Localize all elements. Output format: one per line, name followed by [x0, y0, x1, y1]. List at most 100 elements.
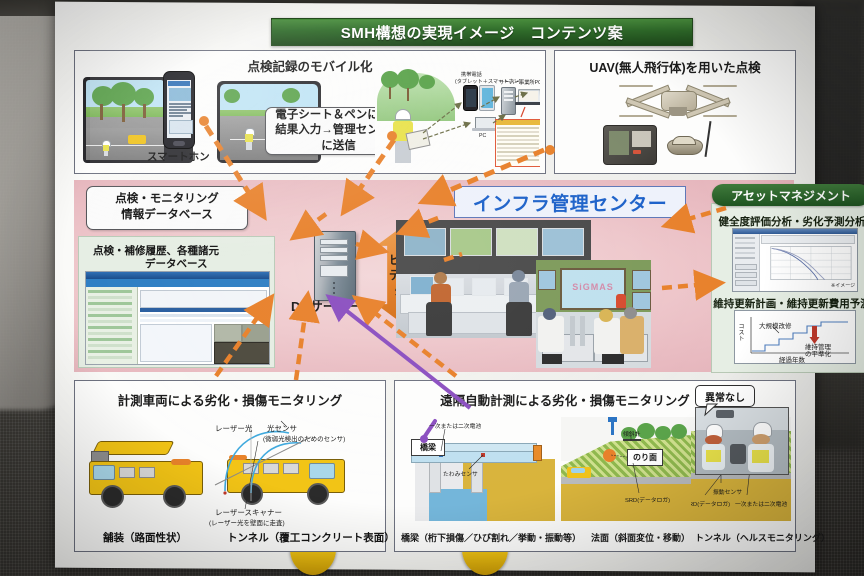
slope-diagram: のり面 傾斜計 SRD(データロガ) [561, 417, 691, 527]
page-title: SMH構想の実現イメージ コンテンツ案 [340, 24, 624, 42]
cost-chart-xlabel: 経過年数 [779, 357, 805, 364]
flow-label-office-pc: 事業所PC [519, 80, 540, 86]
db-screenshot-panel: 点検・補修履歴、各種諸元 データベース [78, 236, 275, 368]
road-scene-illustration [86, 80, 164, 160]
caption-pavement: 舗装（路面性状） [103, 532, 187, 544]
panel-remote-title: 遠隔自動計測による劣化・損傷モニタリング [440, 394, 690, 408]
lab-person-3 [620, 307, 644, 354]
asset-management-label: アセットマネジメント [731, 188, 851, 203]
label-optical-sensor: 光センサ [267, 424, 297, 433]
vehicle-cabin-photo [695, 407, 789, 475]
panel-remote-monitoring: 遠隔自動計測による劣化・損傷モニタリング 橋梁 [394, 380, 830, 552]
callout-line-1: 電子シート＆ペンに点検 [275, 108, 402, 121]
chart1-annotation: ※イメージ [831, 283, 856, 289]
asset-section-1-title: 健全度評価分析・劣化予測分析 [718, 216, 864, 228]
degradation-prediction-chart: ※イメージ [732, 228, 858, 292]
panel-vehicle-title: 計測車両による劣化・損傷モニタリング [117, 394, 343, 408]
cabin-driver [746, 422, 776, 472]
lab-person-1 [538, 308, 564, 352]
poster-content: SMH構想の実現イメージ コンテンツ案 点検記録のモバイル化 [66, 8, 864, 560]
cost-chart-annotation-2a: 維持管理 [805, 344, 831, 351]
db-shot-title-line2: データベース [145, 258, 208, 270]
asset-section-2-title: 維持更新計画・維持更新費用予測 [713, 298, 864, 310]
drone-receiver [667, 133, 703, 155]
db-shot-title-line1: 点検・補修履歴、各種諸元 [93, 245, 219, 257]
drone-controller [603, 125, 657, 165]
callout-line-3: に送信 [321, 139, 356, 152]
label-laser-scanner: レーザースキャナー [215, 508, 282, 517]
label-vibration-sensor: 振動センサ [713, 490, 742, 496]
asset-management-pill: アセットマネジメント [712, 184, 864, 206]
callout-inspection-monitoring-db: 点検・モニタリング 情報データベース [86, 186, 248, 230]
flow-label-mobile: 携帯電話 [461, 72, 482, 78]
db-callout-line-2: 情報データベース [121, 209, 213, 221]
callout-line-2: 結果入力→管理センター [275, 124, 402, 137]
db-server-label: DBサーバー [291, 299, 362, 314]
panel-mobile-inspection-title: 点検記録のモバイル化 [247, 60, 373, 74]
flow-arrows [422, 91, 529, 140]
db-application-screenshot [85, 271, 270, 365]
slope-sensor-node [603, 449, 616, 462]
antenna-icon [704, 121, 712, 157]
pavement-survey-vehicle [85, 439, 205, 508]
lab-person-2 [594, 309, 620, 354]
poster-title-bar: SMH構想の実現イメージ コンテンツ案 [271, 18, 693, 46]
asset-management-box: 健全度評価分析・劣化予測分析 [711, 203, 864, 373]
lab-display-screen: SiGMAS [560, 268, 626, 310]
red-object-icon [616, 294, 626, 308]
label-laser-light: レーザー光 [215, 424, 253, 433]
dashboard-console [730, 444, 746, 464]
smartphone-caption: スマートホン [147, 151, 210, 163]
slope-label-box: のり面 [627, 449, 663, 466]
flow-label-mobile-sub: (タブレット＋スマートホン) [455, 79, 521, 85]
caption-tunnel-health: トンネル（ヘルスモニタリング） [695, 533, 830, 543]
panel-mobile-inspection: 点検記録のモバイル化 [74, 50, 546, 174]
sigmas-logo: SiGMAS [572, 282, 614, 292]
label-datalogger-1: SRD(データロガ) [625, 498, 671, 504]
bridge-annotation-lines [420, 419, 484, 470]
yellow-car-icon [128, 135, 146, 144]
operator-figure-2 [508, 270, 530, 318]
caption-tunnel: トンネル（覆工コンクリート表面） [227, 532, 395, 544]
flow-label-server: サーバー [499, 80, 520, 86]
worker-figure [102, 140, 111, 156]
smartphone-device [163, 71, 195, 149]
worker-with-tablet [391, 109, 431, 165]
caption-bridge: 橋梁（桁下損傷／ひび割れ／挙動・振動等） [401, 533, 582, 543]
panel-vehicle-monitoring: 計測車両による劣化・損傷モニタリング [74, 380, 395, 552]
tunnel-survey-vehicle [223, 443, 347, 505]
panel-uav-inspection: UAV(無人飛行体)を用いた点検 [554, 50, 796, 174]
caption-slope: 法面（斜面変位・移動） [591, 533, 691, 543]
server-icon [501, 87, 516, 115]
infra-center-text: インフラ管理センター [472, 193, 668, 215]
cost-chart-annotation-2b: の平準化 [805, 351, 831, 358]
db-server-icon [314, 231, 356, 301]
slope-car-icon [567, 467, 591, 478]
panel-uav-title: UAV(無人飛行体)を用いた点検 [589, 61, 761, 75]
laboratory-photo: SiGMAS [536, 260, 651, 368]
maintenance-cost-chart: コスト 経過年数 大規模改修 維持管理 の平準化 [734, 310, 856, 364]
label-battery: 一次または二次電池 [429, 424, 482, 430]
label-inclinometer: 傾斜計 [623, 432, 641, 438]
label-deflection-sensor: たわみセンサ [443, 472, 478, 478]
cost-chart-annotation-1: 大規模改修 [759, 323, 792, 330]
infra-management-center-label: インフラ管理センター [454, 186, 686, 218]
slope-annotation-lines [610, 435, 640, 494]
drone-illustration [617, 77, 739, 125]
label-laser-scanner-sub: (レーザー光を壁面に走査) [209, 520, 285, 527]
flow-label-pc: PC [479, 133, 487, 139]
cost-chart-ylabel: コスト [737, 323, 743, 341]
label-datalogger-2: SRD(データロガ) [691, 502, 731, 508]
label-battery-2: 一次または二次電池 [735, 502, 788, 508]
laptop-office-icon [515, 89, 540, 105]
data-flow-diagram: 携帯電話 (タブレット＋スマートホン) サーバー 事業所PC [375, 67, 540, 171]
cost-step-svg [750, 317, 849, 354]
worker-figure-2 [244, 128, 255, 150]
bridge-diagram: 橋梁 一次または二次電池 たわみセンサ [405, 417, 555, 527]
mobile-phone-icon [463, 85, 478, 111]
degradation-curves-svg [770, 246, 852, 281]
cabin-passenger [700, 424, 726, 470]
speech-bubble-normal: 異常なし [695, 385, 755, 407]
bridge-label-box: 橋梁 [411, 439, 445, 456]
